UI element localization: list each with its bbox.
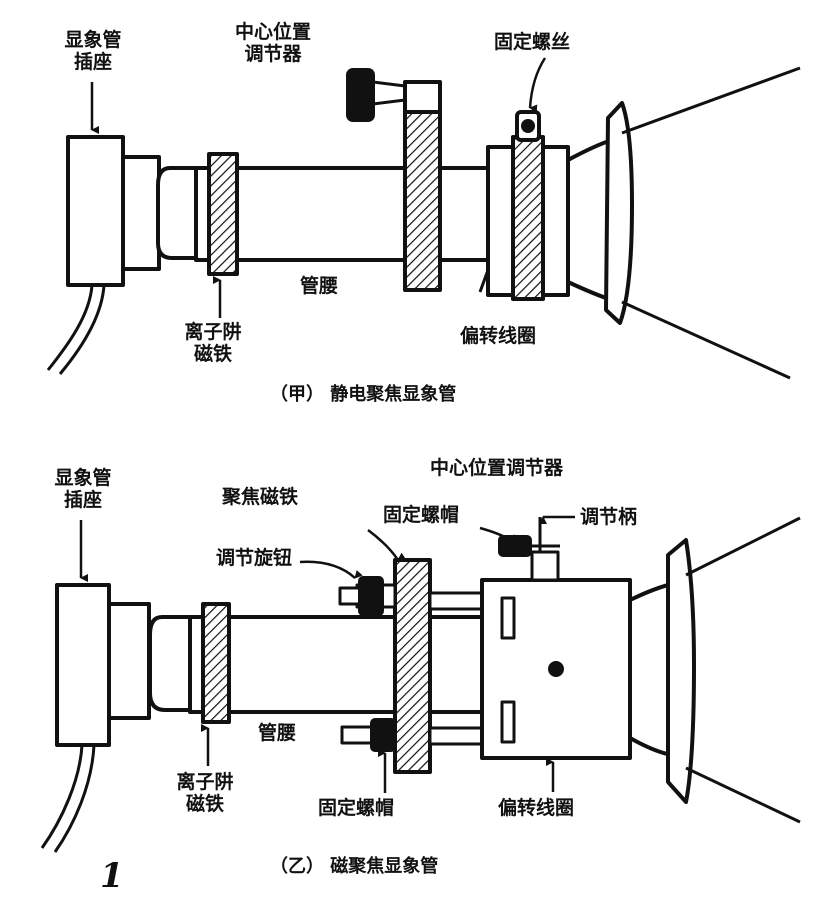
bottom-fix-nut xyxy=(370,718,396,752)
top-fix-screw-label: 固定螺丝 xyxy=(494,31,571,53)
bottom-focus-magnet-label: 聚焦磁铁 xyxy=(222,486,299,508)
bottom-socket-label: 显象管 插座 xyxy=(54,467,112,511)
bottom-cone-upper xyxy=(685,516,801,577)
bottom-fix-nut-label: 固定螺帽 xyxy=(318,797,395,819)
bottom-fix-nut-top-label: 固定螺帽 xyxy=(383,504,460,526)
bottom-deflection-coil-label: 偏转线圈 xyxy=(498,797,575,819)
bottom-face-plate xyxy=(666,538,696,804)
top-socket xyxy=(66,135,125,287)
top-center-adjuster xyxy=(403,110,442,292)
bottom-crt-drawing xyxy=(40,516,801,853)
top-cone-upper xyxy=(621,66,801,135)
top-neck xyxy=(194,166,490,262)
bottom-neck-base xyxy=(148,615,192,712)
bottom-adjust-handle-label: 调节柄 xyxy=(580,506,638,528)
top-ion-trap-label: 离子阱 磁铁 xyxy=(184,321,242,365)
bottom-ion-trap-label: 离子阱 磁铁 xyxy=(176,771,234,815)
bottom-center-adjuster-label: 中心位置调节器 xyxy=(430,457,564,479)
bottom-focus-magnet xyxy=(393,558,432,774)
bottom-bulb-bell xyxy=(628,582,674,757)
figure-number: 1 xyxy=(100,856,124,896)
top-adjuster-knob xyxy=(346,68,375,122)
top-deflection-coil-label: 偏转线圈 xyxy=(460,325,537,347)
bottom-adjust-knob-label: 调节旋钮 xyxy=(216,547,293,569)
bottom-neck-label: 管腰 xyxy=(258,722,297,744)
top-socket-label: 显象管 插座 xyxy=(64,29,122,73)
top-caption: （甲） 静电聚焦显象管 xyxy=(270,384,457,405)
bottom-neck xyxy=(188,615,494,714)
top-neck-label: 管腰 xyxy=(300,275,339,297)
bottom-ion-trap-magnet xyxy=(201,602,231,724)
bottom-caption: （乙） 磁聚焦显象管 xyxy=(270,856,439,877)
top-crt-drawing xyxy=(46,66,801,380)
bottom-socket-cable xyxy=(40,744,84,849)
top-face-plate xyxy=(604,101,634,325)
bottom-socket xyxy=(55,583,111,747)
top-neck-base xyxy=(156,166,198,260)
bottom-center-adjuster xyxy=(530,550,560,582)
bottom-fix-nut-top xyxy=(498,535,532,557)
bottom-cone-lower xyxy=(685,766,801,824)
top-center-adjuster-label: 中心位置 调节器 xyxy=(234,21,311,65)
top-cone-lower xyxy=(621,300,791,380)
top-ion-trap-magnet xyxy=(207,152,239,276)
top-socket-cable xyxy=(46,284,94,371)
